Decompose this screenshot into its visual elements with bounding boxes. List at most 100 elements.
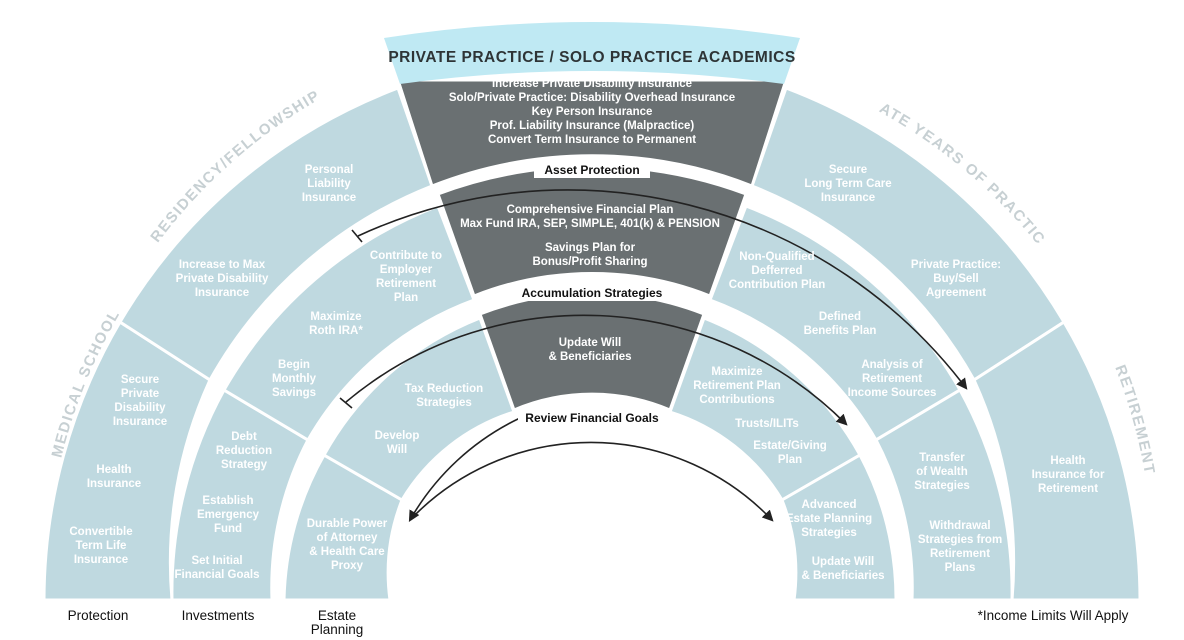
- svg-text:Bonus/Profit Sharing: Bonus/Profit Sharing: [533, 256, 648, 268]
- svg-text:Monthly: Monthly: [272, 373, 317, 385]
- svg-text:Maximize: Maximize: [310, 311, 361, 323]
- page-title: PRIVATE PRACTICE / SOLO PRACTICE ACADEMI…: [388, 49, 795, 66]
- outer-seg-retirement: [972, 319, 1142, 602]
- svg-text:Set Initial: Set Initial: [191, 555, 242, 567]
- svg-text:Agreement: Agreement: [926, 287, 986, 299]
- svg-text:Reduction: Reduction: [216, 445, 272, 457]
- svg-text:Debt: Debt: [231, 431, 257, 443]
- accumulation-arrow-start-tick: [339, 397, 353, 409]
- svg-text:Develop: Develop: [375, 430, 420, 442]
- svg-text:Contribution Plan: Contribution Plan: [729, 279, 825, 291]
- svg-text:Contributions: Contributions: [699, 394, 774, 406]
- svg-text:Secure: Secure: [121, 374, 159, 386]
- svg-text:Plan: Plan: [394, 292, 418, 304]
- band-bg-accumulation: [512, 283, 672, 301]
- middle-seg-top: [436, 164, 748, 298]
- outer-late-years-text: Secure Long Term Care Insurance Private …: [804, 164, 1001, 299]
- svg-text:Estate/Giving: Estate/Giving: [753, 440, 827, 452]
- footer-protection: Protection: [68, 608, 129, 623]
- svg-text:Convert Term Insurance to Perm: Convert Term Insurance to Permanent: [488, 134, 696, 146]
- svg-text:Strategies: Strategies: [416, 397, 472, 409]
- outer-medical-school-text: Secure Private Disability Insurance Heal…: [69, 374, 167, 566]
- svg-text:& Health Care: & Health Care: [309, 546, 384, 558]
- svg-text:Increase Private Disability In: Increase Private Disability Insurance: [492, 78, 692, 90]
- svg-text:Trusts/ILITs: Trusts/ILITs: [735, 418, 799, 430]
- svg-text:Private: Private: [121, 388, 159, 400]
- svg-text:Defined: Defined: [819, 311, 861, 323]
- inner-late-years-text: Maximize Retirement Plan Contributions T…: [693, 366, 827, 466]
- svg-text:Insurance: Insurance: [302, 192, 356, 204]
- svg-text:Begin: Begin: [278, 359, 310, 371]
- svg-text:Roth IRA*: Roth IRA*: [309, 325, 363, 337]
- svg-text:of Attorney: of Attorney: [317, 532, 379, 544]
- review-arrow: [409, 441, 774, 522]
- svg-text:Comprehensive Financial Plan: Comprehensive Financial Plan: [507, 204, 674, 216]
- svg-text:Contribute to: Contribute to: [370, 250, 442, 262]
- svg-text:Plan: Plan: [778, 454, 802, 466]
- svg-text:Private Practice:: Private Practice:: [911, 259, 1001, 271]
- band-label-asset-protection: Asset Protection: [544, 163, 639, 177]
- review-arrow-left: [408, 417, 521, 522]
- svg-text:Strategy: Strategy: [221, 459, 268, 471]
- svg-text:Establish: Establish: [202, 495, 253, 507]
- svg-text:Buy/Sell: Buy/Sell: [933, 273, 978, 285]
- svg-text:Maximize: Maximize: [711, 366, 762, 378]
- svg-text:Defferred: Defferred: [751, 265, 802, 277]
- title-banner: [384, 22, 800, 84]
- svg-text:Savings Plan for: Savings Plan for: [545, 242, 636, 254]
- middle-medical-school-text: Debt Reduction Strategy Establish Emerge…: [175, 431, 273, 581]
- svg-text:Analysis of: Analysis of: [861, 359, 923, 371]
- svg-text:Max Fund IRA, SEP, SIMPLE, 401: Max Fund IRA, SEP, SIMPLE, 401(k) & PENS…: [460, 218, 720, 230]
- svg-text:Personal: Personal: [305, 164, 354, 176]
- svg-text:& Beneficiaries: & Beneficiaries: [801, 570, 884, 582]
- svg-text:Strategies from: Strategies from: [918, 534, 1002, 546]
- band-bg-review: [518, 408, 666, 426]
- svg-text:Prof. Liability Insurance (Mal: Prof. Liability Insurance (Malpractice): [490, 120, 695, 132]
- footer-estate-line-2: Planning: [311, 622, 364, 637]
- svg-text:Will: Will: [387, 444, 407, 456]
- asset-protection-arrow: [357, 189, 968, 390]
- inner-top-text: Update Will & Beneficiaries: [548, 337, 631, 363]
- svg-text:Health: Health: [96, 464, 131, 476]
- svg-text:Financial Goals: Financial Goals: [175, 569, 260, 581]
- svg-text:Transfer: Transfer: [919, 452, 965, 464]
- svg-text:Disability: Disability: [114, 402, 166, 414]
- svg-text:Key Person Insurance: Key Person Insurance: [532, 106, 653, 118]
- svg-text:of Wealth: of Wealth: [916, 466, 968, 478]
- svg-text:Benefits Plan: Benefits Plan: [804, 325, 877, 337]
- band-label-review: Review Financial Goals: [525, 411, 659, 425]
- svg-text:Strategies: Strategies: [914, 480, 970, 492]
- band-label-accumulation: Accumulation Strategies: [522, 286, 663, 300]
- svg-text:Plans: Plans: [945, 562, 976, 574]
- svg-text:Income Sources: Income Sources: [848, 387, 937, 399]
- svg-text:Retirement Plan: Retirement Plan: [693, 380, 781, 392]
- asset-protection-arrow-start-tick: [351, 229, 363, 243]
- svg-text:Private Disability: Private Disability: [176, 273, 269, 285]
- outer-retirement-text: Health Insurance for Retirement: [1032, 455, 1105, 495]
- svg-text:Durable Power: Durable Power: [307, 518, 388, 530]
- svg-text:Insurance: Insurance: [821, 192, 875, 204]
- svg-text:Liability: Liability: [307, 178, 351, 190]
- svg-text:& Beneficiaries: & Beneficiaries: [548, 351, 631, 363]
- middle-seg-residency: [221, 204, 476, 443]
- outer-seg-top: [395, 78, 789, 188]
- svg-text:Term Life: Term Life: [76, 540, 127, 552]
- svg-text:Increase to Max: Increase to Max: [179, 259, 266, 271]
- svg-text:Retirement: Retirement: [376, 278, 436, 290]
- svg-text:Secure: Secure: [829, 164, 867, 176]
- svg-text:Health: Health: [1050, 455, 1085, 467]
- svg-text:Estate Planning: Estate Planning: [786, 513, 872, 525]
- svg-text:Insurance for: Insurance for: [1032, 469, 1105, 481]
- svg-text:Withdrawal: Withdrawal: [929, 520, 990, 532]
- inner-residency-text: Tax Reduction Strategies Develop Will: [375, 383, 484, 456]
- middle-seg-retirement: [874, 387, 1014, 602]
- middle-retirement-text: Transfer of Wealth Strategies Withdrawal…: [914, 452, 1002, 574]
- svg-text:Retirement: Retirement: [862, 373, 922, 385]
- svg-text:Tax Reduction: Tax Reduction: [405, 383, 483, 395]
- outer-residency-text: Personal Liability Insurance Increase to…: [176, 164, 357, 299]
- svg-text:Retirement: Retirement: [1038, 483, 1098, 495]
- svg-text:Retirement: Retirement: [930, 548, 990, 560]
- svg-text:Insurance: Insurance: [113, 416, 167, 428]
- svg-text:Solo/Private Practice: Disabil: Solo/Private Practice: Disability Overhe…: [449, 92, 735, 104]
